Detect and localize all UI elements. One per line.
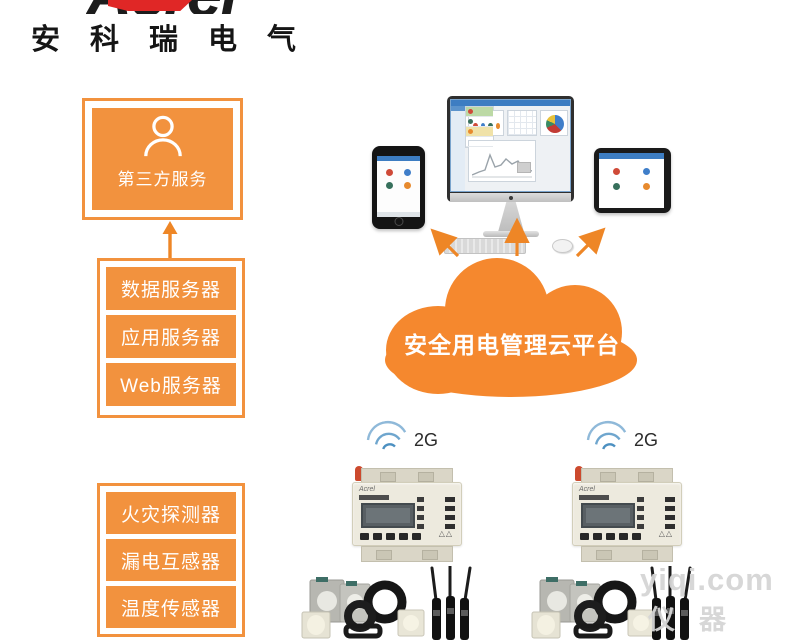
sensors-group: 火灾探测器 漏电互感器 温度传感器 — [97, 483, 245, 637]
status-dot-blue — [642, 168, 650, 175]
meter-buttons — [360, 533, 421, 540]
tablet-screen — [599, 153, 664, 208]
status-dot-orange — [403, 182, 411, 189]
meter-front-panel: Acrel △△ — [572, 482, 682, 546]
brand-logo-subtitle: 安科瑞电气 — [31, 24, 327, 56]
sensor-box-temperature: 温度传感器 — [106, 586, 236, 628]
server-box-app: 应用服务器 — [106, 315, 236, 358]
rail-tab — [596, 550, 612, 560]
servers-group: 数据服务器 应用服务器 Web服务器 — [97, 258, 245, 418]
meter-buttons — [580, 533, 641, 540]
smartphone-app-footer — [377, 212, 420, 217]
meter-lcd-display — [361, 503, 415, 528]
status-dot-red — [613, 168, 620, 175]
status-dot-green — [386, 182, 393, 189]
status-dot-orange — [468, 129, 473, 134]
dashboard-pie-panel — [540, 110, 568, 136]
status-dot-red — [468, 109, 473, 114]
brand-logo-red-swoosh — [108, 0, 192, 11]
third-party-services-box: 第三方服务 — [82, 98, 243, 220]
status-dot-green — [468, 119, 473, 124]
pie-chart — [546, 115, 564, 133]
cloud-to-devices-arrows — [430, 217, 606, 258]
network-label-right: 2G — [634, 430, 659, 450]
monitor-chin — [450, 193, 571, 202]
rail-tab — [376, 550, 392, 560]
dashboard-titlebar — [451, 100, 570, 106]
status-dot-orange — [642, 183, 650, 190]
list-row-yellow — [466, 127, 493, 137]
rail-tab — [638, 472, 654, 482]
list-row — [466, 137, 493, 147]
din-rail-bottom — [361, 546, 453, 562]
smartphone — [372, 146, 425, 229]
watermark-text: yiqi.com — [640, 562, 774, 597]
arrow-to-tablet — [575, 227, 606, 258]
status-dot-blue — [403, 169, 411, 176]
list-row-green — [466, 107, 493, 117]
person-icon — [143, 115, 182, 157]
wifi-signal-icon — [366, 420, 407, 450]
monitor-screen — [450, 99, 571, 192]
rail-tab — [418, 472, 434, 482]
dashboard-calendar-panel — [507, 110, 537, 136]
meter-front-panel: Acrel △△ — [352, 482, 462, 546]
meter-brand-label: Acrel — [359, 486, 375, 493]
tablet-app-icons — [599, 159, 664, 199]
third-party-services-label: 第三方服务 — [117, 170, 208, 189]
current-transformers-image — [301, 577, 425, 639]
status-dot-red — [386, 169, 393, 176]
meter-model-label — [359, 495, 389, 500]
server-box-data: 数据服务器 — [106, 267, 236, 310]
status-dot-orange — [495, 123, 500, 129]
sensor-box-fire: 火灾探测器 — [106, 492, 236, 534]
network-label-left: 2G — [414, 430, 439, 450]
dashboard-sidebar-header — [451, 106, 465, 111]
desktop-monitor — [447, 96, 574, 202]
smartphone-app-icons — [377, 161, 420, 197]
warning-triangles-icon: △△ — [438, 529, 453, 538]
arrow-to-phone — [430, 228, 460, 258]
tablet-app-header — [599, 153, 664, 159]
mouse — [552, 239, 573, 253]
meter-brand-label: Acrel — [579, 486, 595, 493]
server-box-web: Web服务器 — [106, 363, 236, 406]
wifi-signal-icon — [586, 420, 627, 450]
temperature-probes-image — [430, 566, 472, 640]
rail-tab — [600, 472, 616, 482]
arrow-up-icon — [162, 221, 178, 258]
meter-model-label — [579, 495, 609, 500]
rail-tab — [380, 472, 396, 482]
dashboard-list-panel — [465, 106, 494, 148]
dashboard-sidebar — [451, 106, 465, 191]
temperature-probes-image — [650, 566, 692, 640]
antenna-icon — [355, 466, 363, 481]
rail-tab — [642, 550, 658, 560]
watermark-text-cn: 仪器网 — [648, 605, 750, 635]
smartphone-app-header — [377, 156, 420, 161]
cloud-shape — [385, 258, 637, 397]
din-rail-bottom — [581, 546, 673, 562]
warning-triangles-icon: △△ — [658, 529, 673, 538]
safety-monitor-device: Acrel △△ — [352, 466, 462, 562]
smartphone-home-button — [394, 217, 403, 226]
sensor-box-leakage: 漏电互感器 — [106, 539, 236, 581]
meter-led-indicators — [417, 497, 455, 529]
rail-tab — [422, 550, 438, 560]
chart-legend-box — [517, 162, 531, 173]
third-party-services-inner: 第三方服务 — [92, 108, 233, 210]
status-dot-green — [613, 183, 620, 190]
safety-monitor-device: Acrel △△ — [572, 466, 682, 562]
antenna-icon — [575, 466, 583, 481]
dashboard-main — [465, 106, 570, 191]
meter-lcd-display — [581, 503, 635, 528]
current-transformers-image — [531, 577, 655, 639]
tablet — [594, 148, 671, 213]
monitor-logo-dot — [508, 196, 513, 200]
dashboard-line-chart-panel — [468, 140, 536, 182]
cloud-platform-label: 安全用电管理云平台 — [404, 332, 620, 358]
meter-led-indicators — [637, 497, 675, 529]
list-row — [466, 117, 493, 127]
smartphone-screen — [377, 156, 420, 217]
